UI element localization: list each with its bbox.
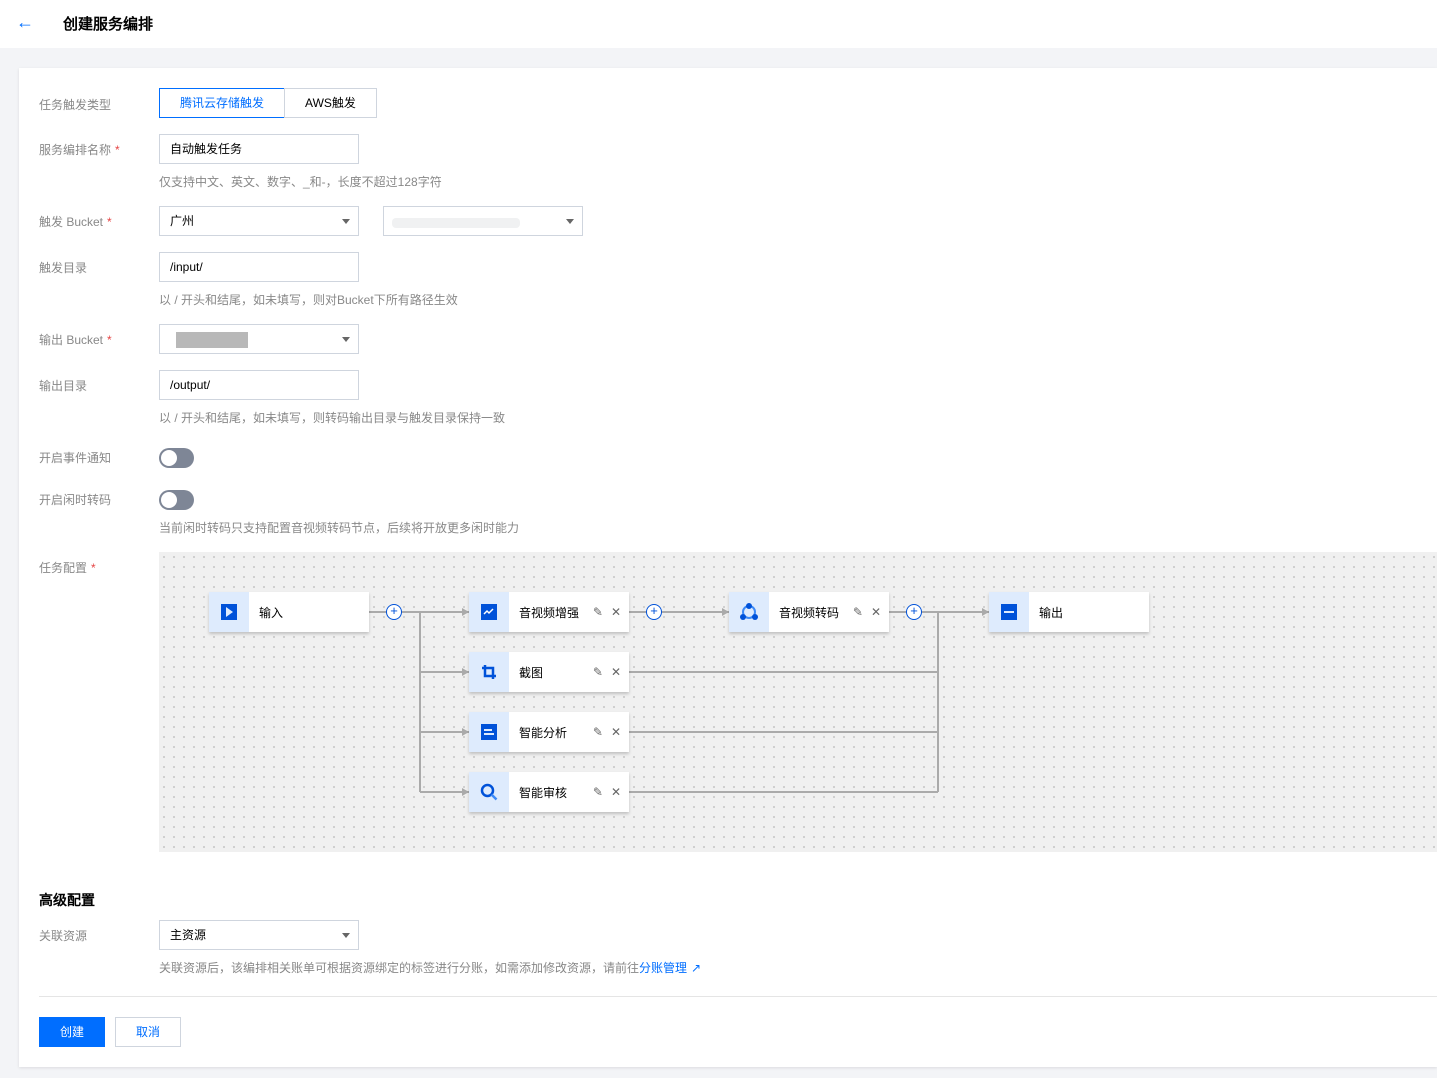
crop-icon bbox=[469, 652, 509, 692]
task-config-label: 任务配置* bbox=[39, 561, 96, 575]
add-node-button[interactable]: + bbox=[906, 604, 922, 620]
idle-transcode-toggle[interactable] bbox=[159, 490, 194, 510]
edit-icon[interactable]: ✎ bbox=[592, 605, 603, 619]
output-icon bbox=[989, 592, 1029, 632]
page-header: ← 创建服务编排 bbox=[0, 0, 1437, 48]
create-button[interactable]: 创建 bbox=[39, 1017, 105, 1047]
trigger-dir-label: 触发目录 bbox=[39, 261, 88, 275]
trigger-type-tencent[interactable]: 腾讯云存储触发 bbox=[159, 88, 285, 118]
back-arrow-icon[interactable]: ← bbox=[16, 12, 34, 32]
close-icon[interactable]: ✕ bbox=[610, 725, 621, 739]
trigger-dir-hint: 以 / 开头和结尾，如未填写，则对Bucket下所有路径生效 bbox=[159, 293, 458, 307]
caret-down-icon bbox=[342, 933, 350, 938]
idle-transcode-label: 开启闲时转码 bbox=[39, 493, 112, 507]
node-output[interactable]: 输出 bbox=[989, 592, 1149, 632]
resource-label: 关联资源 bbox=[39, 929, 88, 943]
trigger-type-aws[interactable]: AWS触发 bbox=[284, 88, 377, 118]
close-icon[interactable]: ✕ bbox=[610, 785, 621, 799]
redacted-value bbox=[392, 218, 520, 228]
output-bucket-label: 输出 Bucket* bbox=[39, 333, 112, 347]
output-dir-hint: 以 / 开头和结尾，如未填写，则转码输出目录与触发目录保持一致 bbox=[159, 411, 506, 425]
node-analysis[interactable]: 智能分析 ✎✕ bbox=[469, 712, 629, 752]
edit-icon[interactable]: ✎ bbox=[592, 725, 603, 739]
caret-down-icon bbox=[566, 219, 574, 224]
cancel-button[interactable]: 取消 bbox=[115, 1017, 181, 1047]
event-notify-toggle[interactable] bbox=[159, 448, 194, 468]
name-input[interactable]: 自动触发任务 bbox=[159, 134, 359, 164]
node-snapshot[interactable]: 截图 ✎✕ bbox=[469, 652, 629, 692]
trigger-bucket-label: 触发 Bucket* bbox=[39, 215, 112, 229]
idle-transcode-hint: 当前闲时转码只支持配置音视频转码节点，后续将开放更多闲时能力 bbox=[159, 521, 520, 535]
chart-wave-icon bbox=[469, 592, 509, 632]
trigger-dir-input[interactable]: /input/ bbox=[159, 252, 359, 282]
redacted-value bbox=[176, 332, 248, 348]
divider bbox=[39, 996, 1437, 997]
close-icon[interactable]: ✕ bbox=[870, 605, 881, 619]
caret-down-icon bbox=[342, 337, 350, 342]
edit-icon[interactable]: ✎ bbox=[852, 605, 863, 619]
transcode-icon bbox=[729, 592, 769, 632]
add-node-button[interactable]: + bbox=[646, 604, 662, 620]
name-hint: 仅支持中文、英文、数字、_和-，长度不超过128字符 bbox=[159, 175, 442, 189]
play-icon bbox=[209, 592, 249, 632]
name-label: 服务编排名称* bbox=[39, 143, 120, 157]
node-input[interactable]: 输入 bbox=[209, 592, 369, 632]
advanced-title: 高级配置 bbox=[39, 892, 95, 908]
page-title: 创建服务编排 bbox=[63, 16, 154, 33]
event-notify-label: 开启事件通知 bbox=[39, 451, 112, 465]
node-review[interactable]: 智能审核 ✎✕ bbox=[469, 772, 629, 812]
close-icon[interactable]: ✕ bbox=[610, 605, 621, 619]
trigger-type-label: 任务触发类型 bbox=[39, 98, 112, 112]
caret-down-icon bbox=[342, 219, 350, 224]
edit-icon[interactable]: ✎ bbox=[592, 785, 603, 799]
output-dir-input[interactable]: /output/ bbox=[159, 370, 359, 400]
analysis-icon bbox=[469, 712, 509, 752]
trigger-bucket-select[interactable] bbox=[383, 206, 583, 236]
workflow-connectors bbox=[369, 608, 989, 796]
close-icon[interactable]: ✕ bbox=[610, 665, 621, 679]
output-dir-label: 输出目录 bbox=[39, 379, 88, 393]
workflow-canvas[interactable]: + + + 输入 音视频增强 ✎✕ 音视频转码 ✎✕ 输出 截图 ✎✕ 智能分析 bbox=[159, 552, 1437, 852]
trigger-region-select[interactable]: 广州 bbox=[159, 206, 359, 236]
form-card: 任务触发类型 腾讯云存储触发 AWS触发 服务编排名称* 自动触发任务 仅支持中… bbox=[19, 68, 1437, 1067]
add-node-button[interactable]: + bbox=[386, 604, 402, 620]
node-transcode[interactable]: 音视频转码 ✎✕ bbox=[729, 592, 889, 632]
node-enhance[interactable]: 音视频增强 ✎✕ bbox=[469, 592, 629, 632]
resource-hint: 关联资源后，该编排相关账单可根据资源绑定的标签进行分账，如需添加修改资源，请前往… bbox=[159, 961, 702, 975]
resource-select[interactable]: 主资源 bbox=[159, 920, 359, 950]
output-bucket-select[interactable] bbox=[159, 324, 359, 354]
edit-icon[interactable]: ✎ bbox=[592, 665, 603, 679]
billing-link[interactable]: 分账管理 bbox=[639, 961, 688, 975]
external-link-icon[interactable]: ↗ bbox=[691, 961, 702, 975]
search-icon bbox=[469, 772, 509, 812]
